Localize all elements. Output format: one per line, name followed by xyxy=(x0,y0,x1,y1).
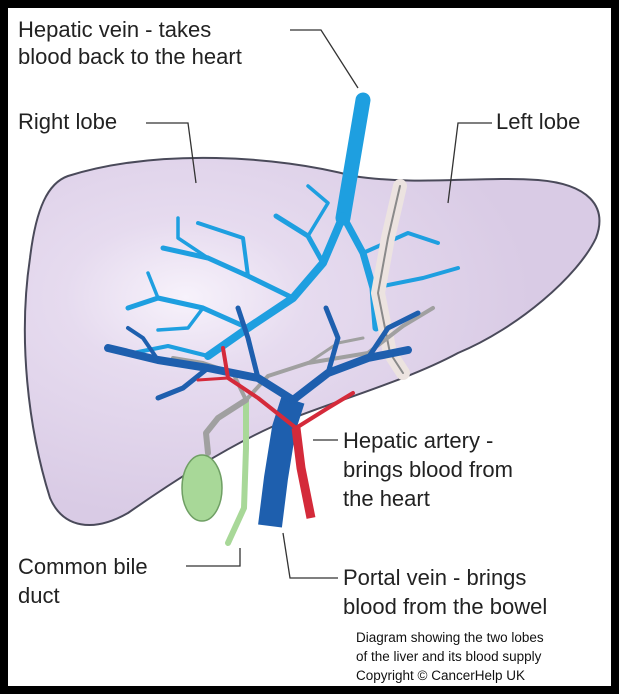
caption-line1: Diagram showing the two lobes xyxy=(356,628,544,647)
liver-outline xyxy=(25,158,600,525)
label-left-lobe: Left lobe xyxy=(496,108,580,135)
label-hepatic-artery: Hepatic artery - brings blood from the h… xyxy=(343,426,513,513)
label-hepatic-artery-line2: brings blood from xyxy=(343,455,513,484)
caption: Diagram showing the two lobes of the liv… xyxy=(356,628,544,685)
caption-copyright: Copyright © CancerHelp UK xyxy=(356,666,544,685)
label-hepatic-artery-line3: the heart xyxy=(343,484,513,513)
leader-portal-vein xyxy=(283,533,338,578)
caption-line2: of the liver and its blood supply xyxy=(356,647,544,666)
label-hepatic-vein-line2: blood back to the heart xyxy=(18,43,242,70)
label-common-bile-duct: Common bile duct xyxy=(18,552,148,610)
gallbladder xyxy=(182,455,222,521)
leader-hepatic-vein xyxy=(290,30,358,88)
label-hepatic-vein: Hepatic vein - takes blood back to the h… xyxy=(18,16,242,70)
leader-bile-duct xyxy=(186,548,240,566)
diagram-frame: Hepatic vein - takes blood back to the h… xyxy=(8,8,611,686)
label-hepatic-artery-line1: Hepatic artery - xyxy=(343,426,513,455)
label-portal-vein: Portal vein - brings blood from the bowe… xyxy=(343,563,547,621)
label-common-bile-duct-line2: duct xyxy=(18,581,148,610)
label-right-lobe: Right lobe xyxy=(18,108,117,135)
label-portal-vein-line2: blood from the bowel xyxy=(343,592,547,621)
label-hepatic-vein-line1: Hepatic vein - takes xyxy=(18,16,242,43)
label-common-bile-duct-line1: Common bile xyxy=(18,552,148,581)
label-portal-vein-line1: Portal vein - brings xyxy=(343,563,547,592)
